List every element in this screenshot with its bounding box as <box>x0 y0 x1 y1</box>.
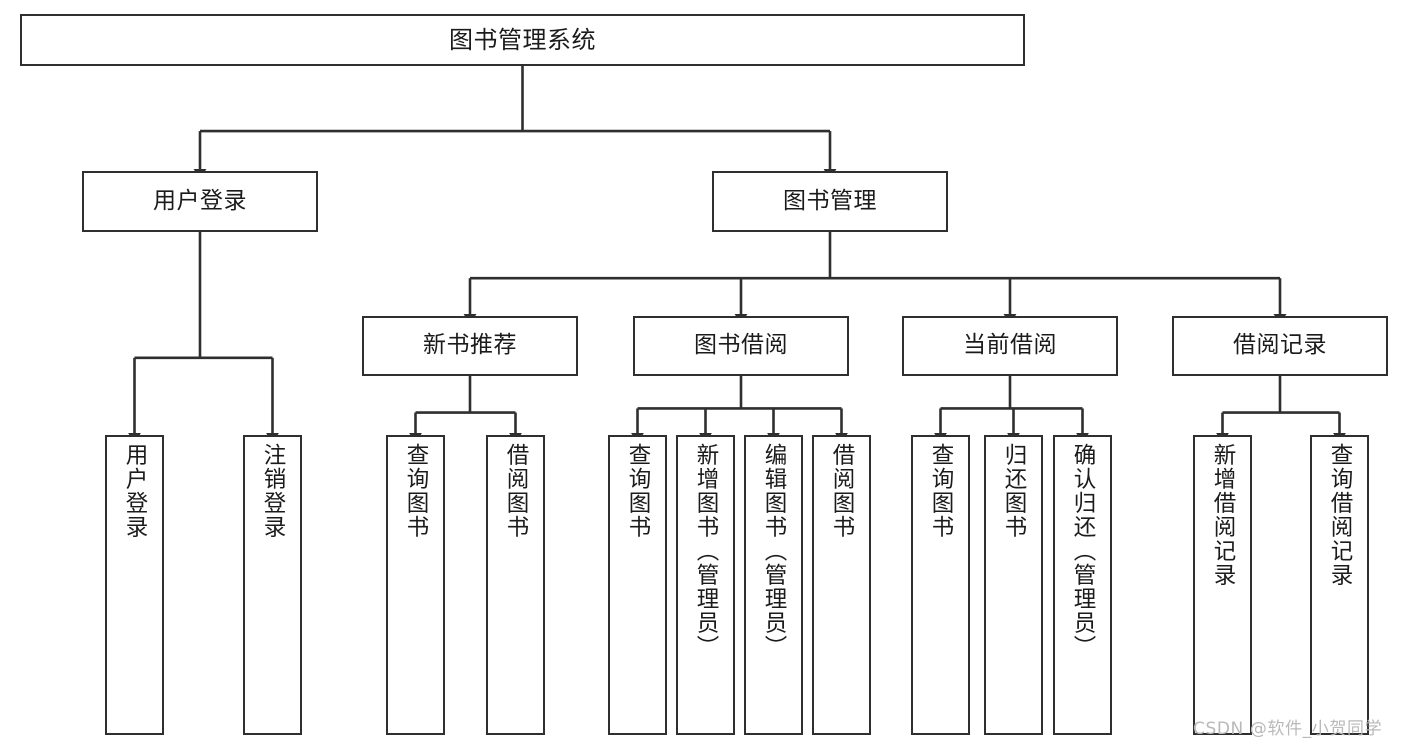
node-label: 借阅图书 <box>828 443 855 539</box>
node-label: 用户登录 <box>121 443 148 539</box>
leaf-query-book-current[interactable]: 查询图书 <box>911 435 970 735</box>
node-label: 注销登录 <box>259 443 286 539</box>
node-current-borrow[interactable]: 当前借阅 <box>902 316 1118 376</box>
leaf-query-book-borrow[interactable]: 查询图书 <box>608 435 667 735</box>
node-label: 新增图书（管理员） <box>692 443 719 659</box>
leaf-user-login[interactable]: 用户登录 <box>105 435 164 735</box>
node-label: 新书推荐 <box>423 332 517 359</box>
node-label: 查询借阅记录 <box>1326 443 1353 587</box>
node-label: 查询图书 <box>402 443 429 539</box>
node-borrow-record[interactable]: 借阅记录 <box>1172 316 1388 376</box>
node-label: 归还图书 <box>1000 443 1027 539</box>
csdn-watermark: CSDN @软件_小贺同学 <box>1193 719 1383 739</box>
node-book-borrow[interactable]: 图书借阅 <box>633 316 849 376</box>
node-book-manage[interactable]: 图书管理 <box>712 171 948 232</box>
leaf-query-borrow-record[interactable]: 查询借阅记录 <box>1310 435 1369 735</box>
leaf-edit-book[interactable]: 编辑图书（管理员） <box>744 435 803 735</box>
leaf-user-logout[interactable]: 注销登录 <box>243 435 302 735</box>
node-root[interactable]: 图书管理系统 <box>20 14 1025 66</box>
node-label: 借阅图书 <box>502 443 529 539</box>
node-label: 确认归还（管理员） <box>1069 443 1096 659</box>
node-label: 查询图书 <box>624 443 651 539</box>
node-label: 新增借阅记录 <box>1209 443 1236 587</box>
leaf-query-book-recommend[interactable]: 查询图书 <box>386 435 445 735</box>
node-label: 图书管理系统 <box>449 25 596 54</box>
node-user-login[interactable]: 用户登录 <box>82 171 318 232</box>
leaf-borrow-book-recommend[interactable]: 借阅图书 <box>486 435 545 735</box>
node-new-book-recommend[interactable]: 新书推荐 <box>362 316 578 376</box>
node-label: 图书借阅 <box>694 332 788 359</box>
leaf-confirm-return[interactable]: 确认归还（管理员） <box>1053 435 1112 735</box>
node-label: 用户登录 <box>153 187 247 214</box>
node-label: 图书管理 <box>783 187 877 214</box>
leaf-borrow-book[interactable]: 借阅图书 <box>812 435 871 735</box>
leaf-add-borrow-record[interactable]: 新增借阅记录 <box>1193 435 1252 735</box>
node-label: 编辑图书（管理员） <box>760 443 787 659</box>
leaf-add-book[interactable]: 新增图书（管理员） <box>676 435 735 735</box>
node-label: 当前借阅 <box>963 332 1057 359</box>
node-label: 借阅记录 <box>1233 332 1327 359</box>
leaf-return-book[interactable]: 归还图书 <box>984 435 1043 735</box>
node-label: 查询图书 <box>927 443 954 539</box>
